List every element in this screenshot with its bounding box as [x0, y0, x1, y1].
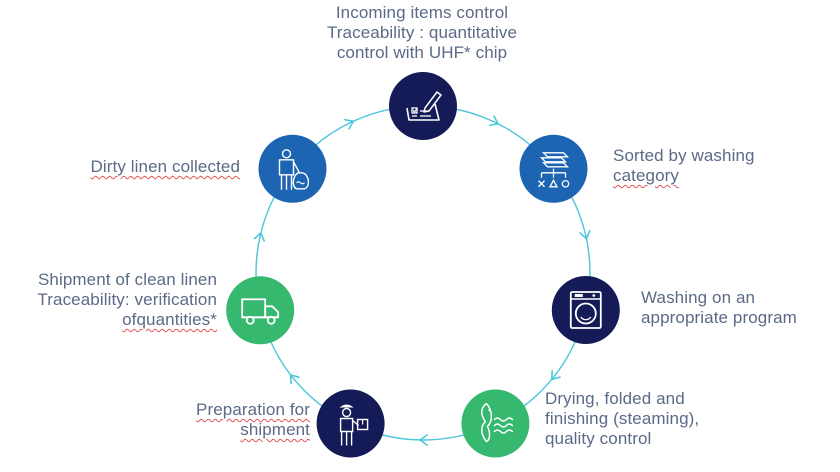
cycle-arrow-icon [289, 374, 300, 385]
label-line: ofquantities* [122, 310, 217, 329]
label-line: control with UHF* chip [336, 43, 508, 62]
cycle-arrow-icon [344, 118, 355, 130]
clipboard-pen-icon [406, 91, 442, 121]
drying-folding-finishing-node-circle [461, 389, 530, 458]
label-line: finishing (steaming), [545, 409, 700, 428]
cycle-arrow-icon [419, 434, 428, 446]
label-line: Traceability : quantitative [326, 23, 518, 42]
sorted-by-washing-category-node [519, 134, 588, 203]
label-line: shipment [240, 420, 310, 439]
shipment-of-clean-linen-node [226, 276, 295, 345]
cycle-arrow-icon [253, 232, 265, 242]
label-line: category [613, 166, 680, 185]
label-line: appropriate program [641, 308, 797, 327]
incoming-items-control-node [389, 72, 457, 140]
shipment-of-clean-linen-label: Shipment of clean linen Traceability: ve… [0, 270, 217, 330]
worker-laundry-bag-icon [278, 149, 310, 190]
label-line: Washing on an [641, 288, 756, 307]
label-line: Traceability: verification [37, 290, 217, 309]
label-line: Drying, folded and [545, 389, 685, 408]
shipment-of-clean-linen-node-circle [226, 276, 295, 345]
label-line: Preparation for [196, 400, 310, 419]
label-line: Shipment of clean linen [37, 270, 217, 289]
label-line: quality control [545, 429, 652, 448]
washing-machine-icon [569, 291, 602, 329]
cycle-arrow-icon [579, 229, 591, 240]
drying-folding-finishing-node [461, 389, 530, 458]
preparation-for-shipment-node [316, 389, 385, 458]
washing-program-label: Washing on an appropriate program [641, 288, 837, 328]
cycle-arrow-icon [550, 370, 561, 381]
preparation-for-shipment-node-circle [316, 389, 385, 458]
drying-folding-finishing-label: Drying, folded and finishing (steaming),… [545, 389, 745, 449]
incoming-items-control-node-circle [389, 72, 457, 140]
dirty-linen-collected-node-circle [258, 134, 327, 203]
cycle-arrow-icon [488, 115, 499, 127]
delivery-truck-icon [241, 298, 280, 325]
drying-steam-icon [481, 402, 514, 443]
sorted-by-washing-category-label: Sorted by washing category [613, 146, 823, 186]
label-line: Incoming items control [335, 3, 509, 22]
label-line: Sorted by washing [613, 146, 755, 165]
dirty-linen-collected-node [258, 134, 327, 203]
preparation-for-shipment-label: Preparation for shipment [140, 400, 310, 440]
label-line: Dirty linen collected [90, 157, 240, 176]
washing-program-node-circle [551, 276, 620, 344]
worker-box-icon [339, 404, 369, 446]
washing-program-node [551, 276, 620, 344]
cycle-nodes [226, 72, 620, 458]
sorting-stack-icon [538, 152, 570, 188]
incoming-items-control-label: Incoming items control Traceability : qu… [284, 3, 560, 63]
dirty-linen-collected-label: Dirty linen collected [40, 157, 240, 177]
